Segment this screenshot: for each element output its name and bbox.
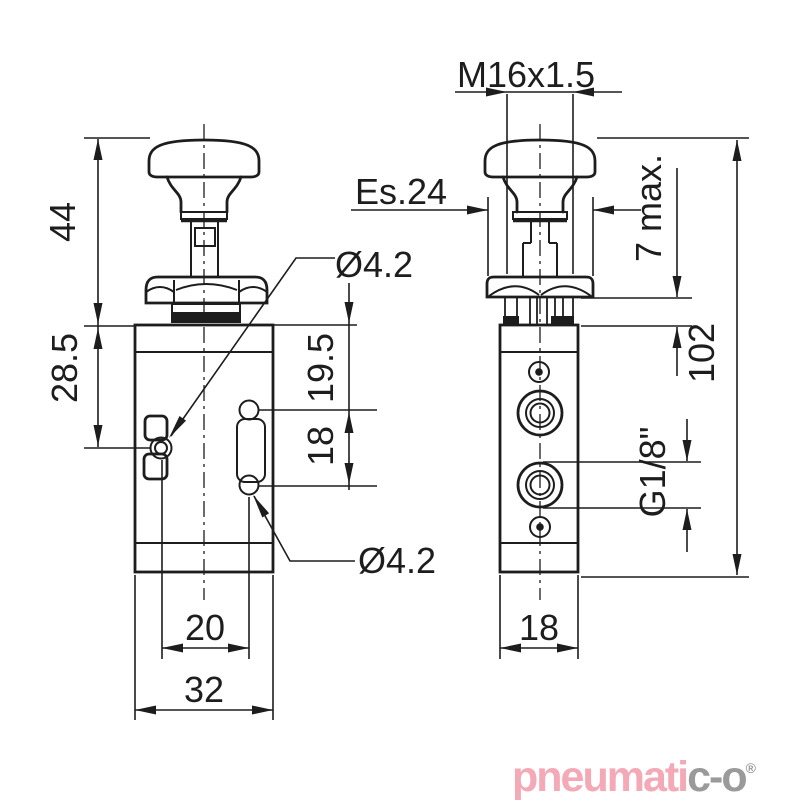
- left-hex-nut: [144, 275, 269, 323]
- dimensions: 44 28.5 19.5 18 Ø4.2 Ø4.2: [42, 54, 749, 720]
- dim-m16: M16x1.5: [455, 54, 622, 274]
- leader-hole-top: Ø4.2: [169, 244, 413, 438]
- dim-label-18-right: 18: [519, 607, 559, 648]
- mount-hole-bottom: [238, 474, 260, 496]
- dim-label-m16: M16x1.5: [457, 54, 595, 95]
- dim-label-es24: Es.24: [355, 171, 447, 212]
- leader-label-dia-top: Ø4.2: [335, 244, 413, 285]
- mount-hole-top: [238, 399, 260, 421]
- brand-logo: pneumatic-o®: [512, 753, 756, 800]
- leader-hole-bottom: Ø4.2: [253, 495, 436, 581]
- stem-slot: [194, 227, 216, 247]
- washer: [171, 303, 241, 314]
- leader-label-dia-bottom: Ø4.2: [358, 540, 436, 581]
- dim-44-28_5: 44 28.5: [42, 137, 151, 449]
- right-hex-nut: [485, 275, 595, 324]
- dim-label-18-left: 18: [300, 426, 341, 466]
- brand-logo-text-secondary: c-o: [687, 753, 747, 800]
- dim-label-g18: G1/8": [632, 427, 673, 518]
- left-slot-feature: [236, 399, 266, 496]
- left-view: [133, 124, 275, 600]
- dim-18-right: 18: [499, 575, 579, 659]
- dim-20: 20: [161, 460, 250, 659]
- screw-hole-bottom: [529, 516, 551, 538]
- port-top: [516, 389, 564, 437]
- dim-label-19-5: 19.5: [300, 333, 341, 403]
- port-bottom: [516, 461, 564, 509]
- dim-es24: Es.24: [351, 171, 641, 276]
- left-knob: [147, 138, 261, 276]
- dim-7max: 7 max.: [581, 154, 692, 376]
- right-view: [483, 124, 597, 600]
- dim-label-44: 44: [42, 202, 83, 242]
- dim-32: 32: [134, 575, 274, 720]
- dim-19_5-18: 19.5 18: [258, 283, 377, 490]
- dim-label-7max: 7 max.: [628, 154, 669, 262]
- seal-band: [171, 314, 241, 323]
- dim-label-28-5: 28.5: [44, 333, 85, 403]
- right-body: [498, 323, 580, 574]
- registered-trademark-icon: ®: [745, 760, 756, 776]
- dim-102: 102: [581, 137, 749, 578]
- dim-label-102: 102: [681, 323, 722, 383]
- brand-logo-text-primary: pneumati: [512, 753, 689, 800]
- screw-hole-top: [528, 361, 550, 383]
- right-knob: [483, 138, 597, 276]
- dim-label-20: 20: [185, 607, 225, 648]
- dim-label-32: 32: [184, 669, 224, 710]
- dim-g18: G1/8": [543, 419, 701, 552]
